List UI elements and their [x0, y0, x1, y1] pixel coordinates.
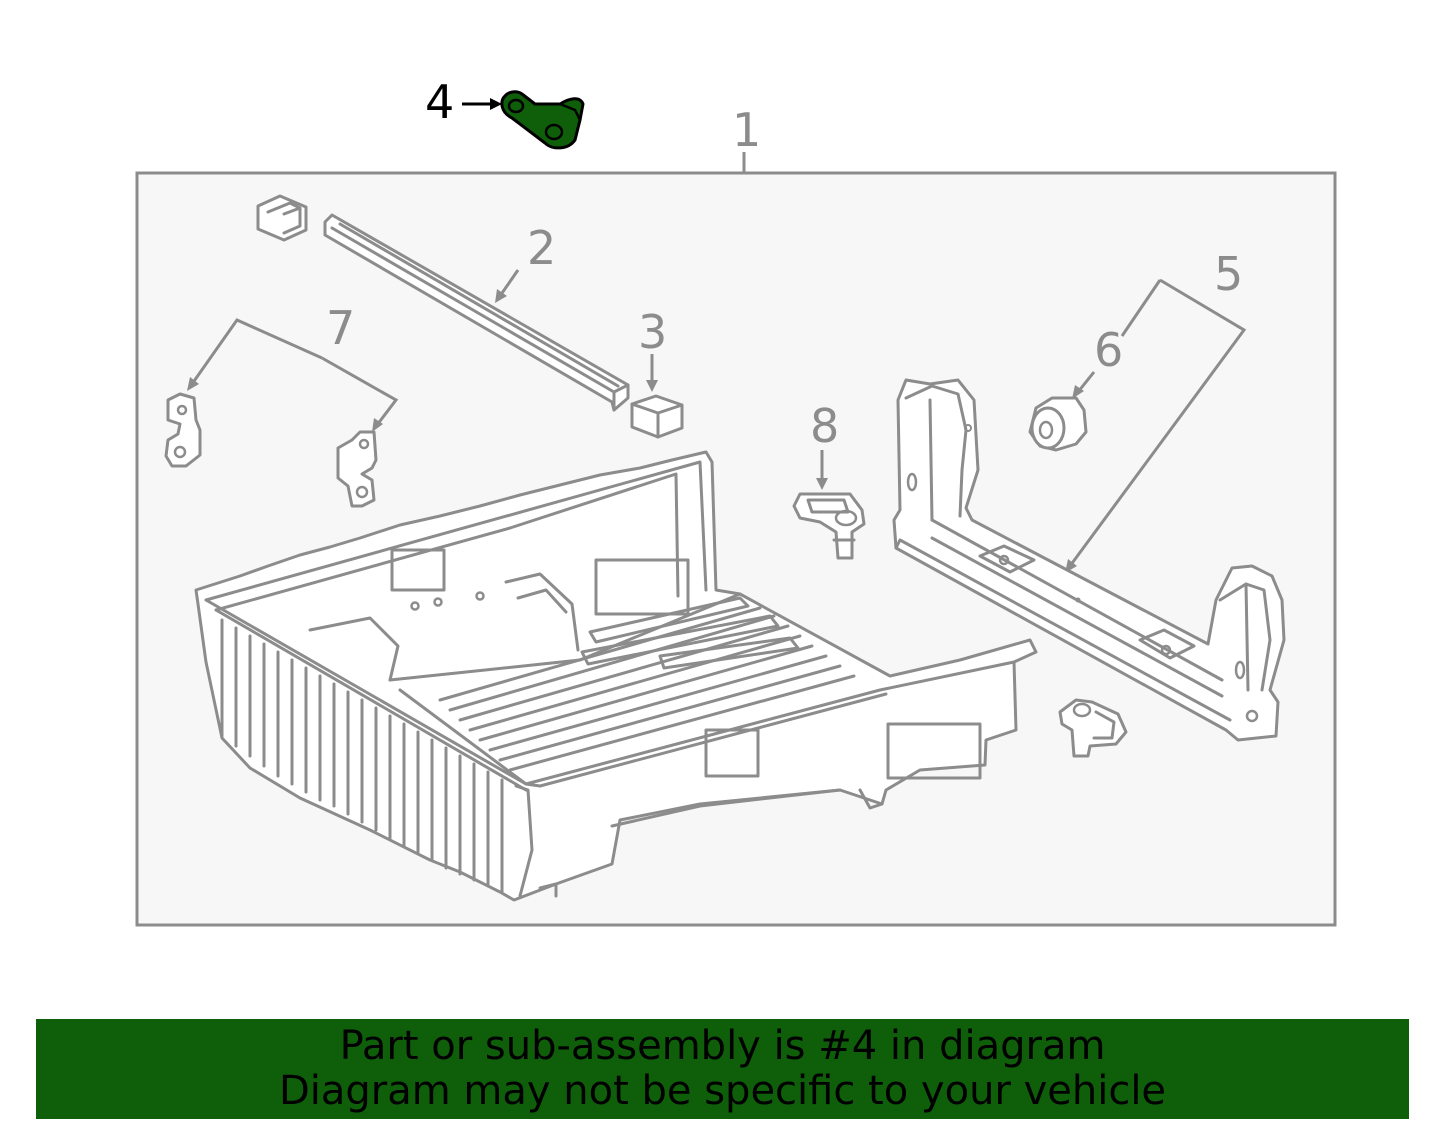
callout-2[interactable]: 2 — [495, 221, 556, 303]
banner-line-1: Part or sub-assembly is #4 in diagram — [339, 1023, 1106, 1069]
part-clip-small[interactable] — [256, 194, 308, 242]
part-7-bracket-right[interactable] — [336, 430, 378, 508]
banner-line-2: Diagram may not be specific to your vehi… — [278, 1068, 1167, 1114]
svg-text:7: 7 — [326, 301, 355, 355]
svg-text:6: 6 — [1094, 323, 1123, 377]
callout-4[interactable]: 4 — [425, 75, 502, 129]
part-5-crossmember[interactable] — [892, 378, 1286, 742]
svg-text:3: 3 — [638, 305, 667, 359]
callout-7[interactable]: 7 — [187, 301, 399, 432]
part-truck-bed[interactable] — [194, 450, 1038, 902]
svg-text:4: 4 — [425, 75, 454, 129]
part-6-bushing[interactable] — [1028, 396, 1088, 452]
svg-text:2: 2 — [527, 221, 556, 275]
part-7-bracket-left[interactable] — [164, 392, 202, 468]
part-hook-small[interactable] — [1058, 698, 1128, 758]
svg-text:1: 1 — [732, 103, 761, 157]
part-2-rail[interactable] — [323, 213, 630, 412]
part-4-bracket[interactable] — [500, 90, 585, 150]
svg-text:8: 8 — [810, 399, 839, 453]
callout-1[interactable]: 1 — [732, 103, 761, 173]
callout-6[interactable]: 6 — [1072, 279, 1162, 399]
callout-5[interactable]: 5 — [1065, 247, 1247, 573]
info-banner: Part or sub-assembly is #4 in diagram Di… — [36, 1019, 1409, 1119]
parts-diagram: 4 1 2 3 7 — [135, 75, 1337, 927]
svg-text:5: 5 — [1214, 247, 1243, 301]
part-8-hook[interactable] — [792, 492, 866, 560]
part-3-block[interactable] — [630, 394, 684, 439]
callout-3[interactable]: 3 — [638, 305, 667, 392]
callout-8[interactable]: 8 — [810, 399, 839, 490]
